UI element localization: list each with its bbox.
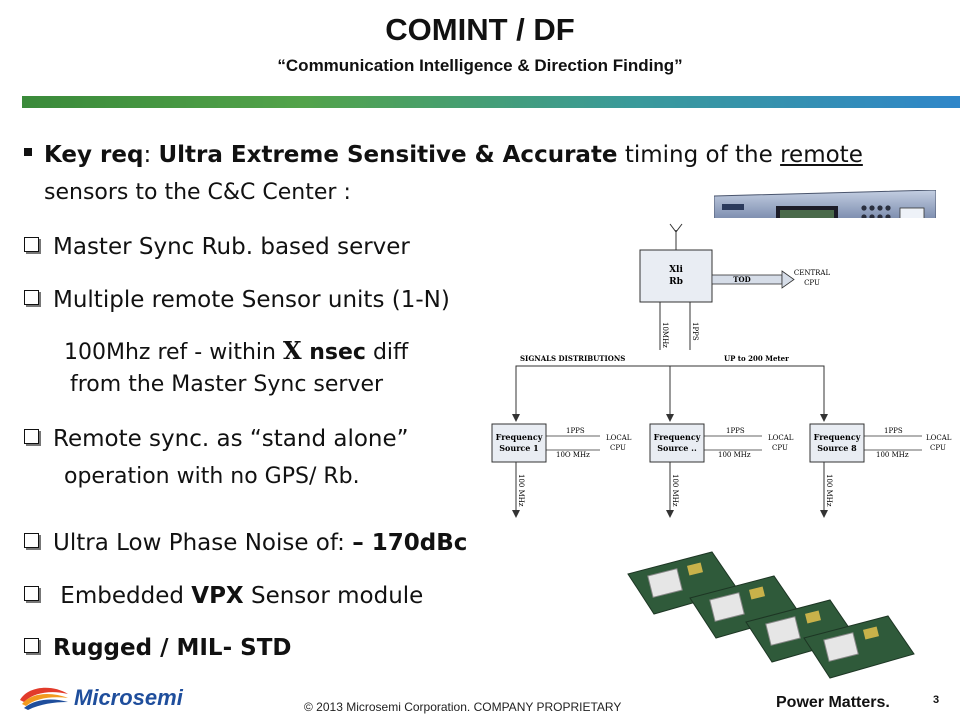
sensor-board [689,575,801,639]
fs3-label-2: Source 8 [817,443,857,453]
square-bullet-icon [24,147,32,156]
central-cpu-label-2: CPU [804,279,820,287]
fs3-mhz-label: 100 MHz [876,451,909,459]
fs1-out-label: 100 MHz [517,474,525,507]
bullet-item-5: Embedded VPX Sensor module [24,583,423,609]
power-matters-tagline: Power Matters. [776,694,890,711]
up-to-label: UP to 200 Meter [724,354,789,363]
checkbox-bullet-icon [24,429,39,444]
ref-1pps-label: 1PPS [691,322,699,341]
master-box [639,249,713,303]
bullet-item-3-line2: operation with no GPS/ Rb. [64,464,360,489]
bullet-item-2-sub1: 100Mhz ref - within X nsec diff [64,336,409,365]
fs2-mhz-label: 100 MHz [718,451,751,459]
ref-10mhz-label: 10MHz [661,322,669,348]
fs3-cpu-label-2: CPU [930,444,946,452]
fs2-cpu-label-2: CPU [772,444,788,452]
header-divider-bar [22,96,960,108]
key-req-emphasis: Ultra Extreme Sensitive & Accurate [158,142,618,168]
fs3-label-1: Frequency [814,432,861,442]
sensor-board [627,551,739,615]
bullet-item-2: Multiple remote Sensor units (1-N) [24,287,450,313]
bullet-item-6: Rugged / MIL- STD [24,635,292,661]
key-req-label: Key req [44,142,144,168]
master-box-label-1: Xli [669,265,683,275]
checkbox-bullet-icon [24,586,39,601]
fs2-label-1: Frequency [654,432,701,442]
microsemi-logo-icon [20,687,68,710]
master-box-label-2: Rb [669,277,683,287]
bullet-item-2-sub2: from the Master Sync server [70,372,384,397]
key-req-line: Key req: Ultra Extreme Sensitive & Accur… [24,142,863,168]
key-req-line2: sensors to the C&C Center : [44,180,351,205]
page-number: 3 [933,694,940,706]
microsemi-logo-text: Microsemi [74,685,183,710]
fs1-cpu-label-1: LOCAL [606,434,632,442]
fs1-pps-label: 1PPS [566,427,585,435]
bullet-item-3: Remote sync. as “stand alone” [24,426,409,452]
fs3-cpu-label-1: LOCAL [926,434,952,442]
central-cpu-label-1: CENTRAL [794,269,831,277]
fs2-cpu-label-1: LOCAL [768,434,794,442]
sensor-board [803,615,915,679]
sensor-modules-image [627,551,915,679]
x-symbol: X [282,336,302,365]
signals-dist-label: SIGNALS DISTRIBUTIONS [520,354,625,363]
fs3-pps-label: 1PPS [884,427,903,435]
signal-distribution-diagram: Xli Rb TOD CENTRAL CPU 10MHz 1PPS SIGNAL… [480,218,960,524]
tod-label: TOD [733,275,750,284]
slide-title: COMINT / DF [385,12,575,47]
bullet-item-1: Master Sync Rub. based server [24,234,410,260]
fs1-cpu-label-2: CPU [610,444,626,452]
fs2-label-2: Source .. [657,443,697,453]
checkbox-bullet-icon [24,533,39,548]
microsemi-logo: Microsemi [18,684,183,712]
key-req-underlined: remote [780,142,863,168]
checkbox-bullet-icon [24,638,39,653]
fs1-label-2: Source 1 [499,443,538,453]
fs3-out-label: 100 MHz [825,474,833,507]
fs1-label-1: Frequency [496,432,543,442]
fs2-out-label: 100 MHz [671,474,679,507]
sensor-board [745,599,857,663]
fs1-mhz-label: 10O MHz [556,451,590,459]
bullet-item-4: Ultra Low Phase Noise of: – 170dBc [24,530,467,556]
phase-noise-value: – 170dBc [352,530,468,556]
checkbox-bullet-icon [24,290,39,305]
checkbox-bullet-icon [24,237,39,252]
fs2-pps-label: 1PPS [726,427,745,435]
slide-subtitle: “Communication Intelligence & Direction … [277,56,683,75]
copyright-text: © 2013 Microsemi Corporation. COMPANY PR… [304,700,622,714]
